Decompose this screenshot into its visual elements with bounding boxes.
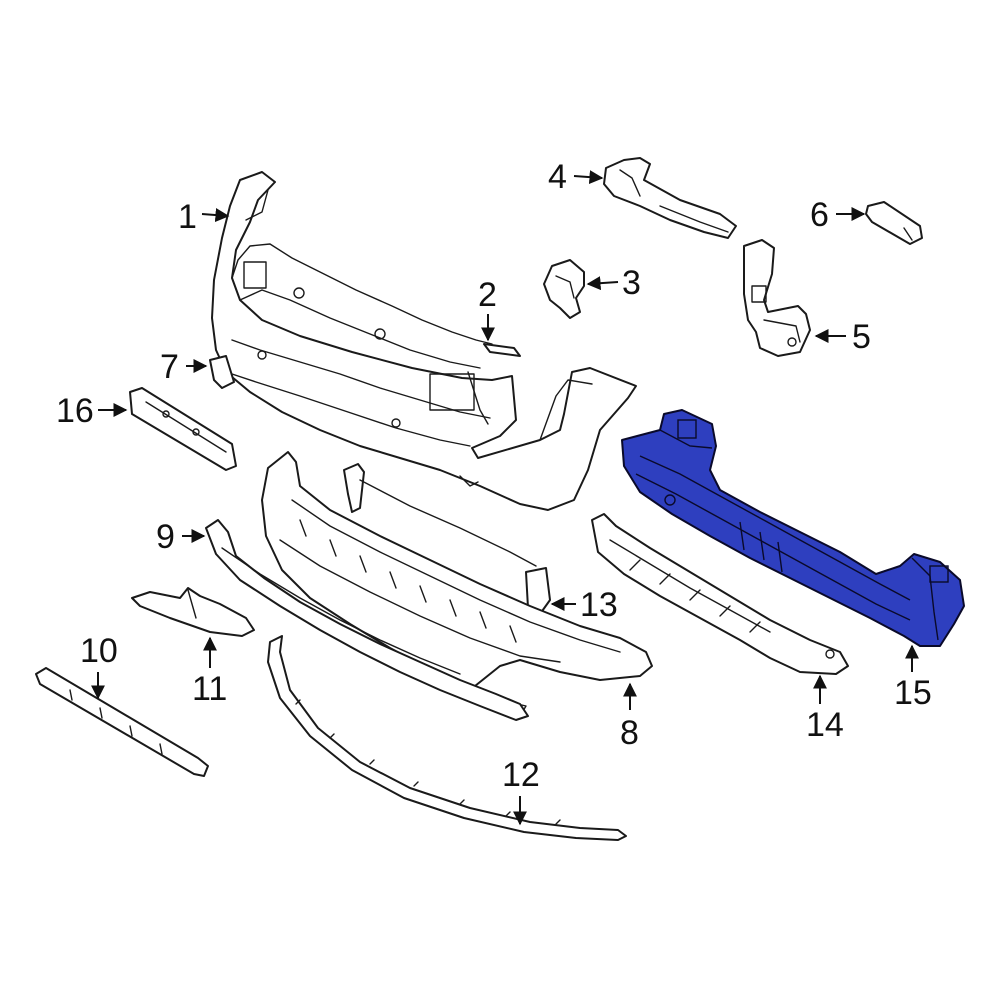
part-14-energy-absorber[interactable] [591, 513, 849, 675]
part-11-corner-trim[interactable] [131, 587, 255, 637]
leader-lines [91, 170, 919, 826]
callout-3: 3 [622, 264, 641, 302]
part-1-bumper-cover[interactable] [211, 171, 637, 511]
part-6-clip[interactable] [865, 201, 923, 245]
callout-labels: 1 2 3 4 5 6 7 8 9 10 11 12 13 14 15 16 [56, 158, 932, 794]
callout-12: 12 [502, 756, 540, 794]
callout-2: 2 [478, 276, 497, 314]
part-5-side-bracket[interactable] [743, 239, 811, 357]
part-7-plate[interactable] [209, 355, 235, 389]
part-16-plate-bracket[interactable] [129, 387, 237, 471]
callout-15: 15 [894, 674, 932, 712]
part-8-lower-valance[interactable] [261, 451, 653, 717]
callout-5: 5 [852, 318, 871, 356]
callout-9: 9 [156, 518, 175, 556]
callout-7: 7 [160, 348, 179, 386]
callout-14: 14 [806, 706, 844, 744]
callout-1: 1 [178, 198, 197, 236]
callout-16: 16 [56, 392, 94, 430]
callout-6: 6 [810, 196, 829, 234]
callout-4: 4 [548, 158, 567, 196]
part-4-upper-bracket[interactable] [603, 157, 737, 239]
part-15-reinforcement-beam[interactable] [621, 409, 965, 647]
part-2-trim-strip[interactable] [483, 343, 521, 357]
part-9-spoiler-strip[interactable] [205, 519, 529, 721]
part-13-bracket-post[interactable] [343, 463, 551, 615]
callout-10: 10 [80, 632, 118, 670]
callout-8: 8 [620, 714, 639, 752]
part-10-trim-bar[interactable] [35, 667, 209, 777]
callout-13: 13 [580, 586, 618, 624]
callout-11: 11 [192, 670, 227, 708]
part-3-bracket[interactable] [543, 259, 585, 319]
part-12-trim-strip[interactable] [267, 635, 627, 841]
